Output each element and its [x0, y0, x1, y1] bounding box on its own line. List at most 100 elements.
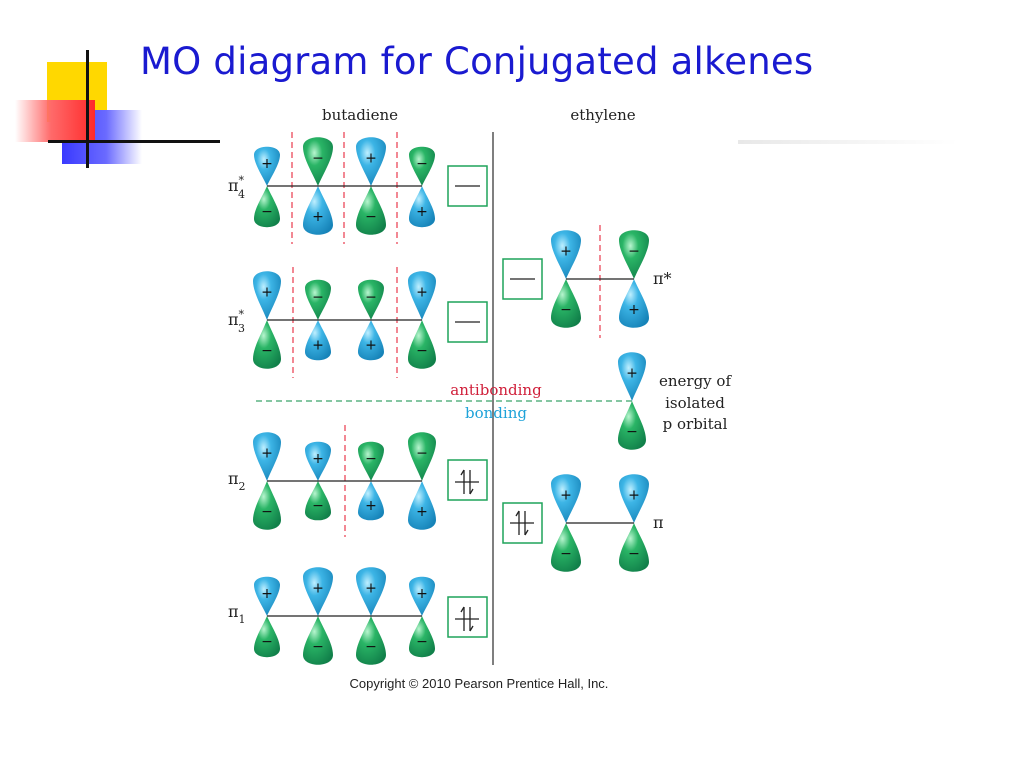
p-orbital: −+ [358, 441, 384, 521]
orbital-lobe-bottom [358, 481, 384, 521]
phase-sign-top: + [365, 581, 377, 597]
phase-sign-bottom: − [560, 546, 572, 562]
phase-sign-bottom: + [416, 504, 428, 520]
butadiene-header: butadiene [322, 106, 398, 124]
orbital-lobe-bottom [619, 523, 649, 572]
p-orbital: +− [305, 441, 331, 521]
p-orbital: +− [619, 474, 649, 572]
phase-sign-bottom: − [261, 634, 273, 650]
orbital-lobe-bottom [551, 279, 581, 328]
decor-red-block [15, 100, 95, 142]
label-pi3-star: π*3 [228, 308, 245, 335]
orbital-lobe-bottom [253, 481, 281, 530]
phase-sign-bottom: + [312, 209, 324, 225]
decor-horizontal-line [48, 140, 220, 143]
phase-sign-bottom: − [312, 639, 324, 655]
orbital-lobe-top [253, 432, 281, 481]
ethylene-header: ethylene [570, 106, 635, 124]
orbital-lobe-top [619, 474, 649, 523]
label-pi1: π1 [228, 602, 246, 626]
phase-sign-top: + [365, 151, 377, 167]
orbital-lobe-bottom [253, 320, 281, 369]
phase-sign-top: + [261, 586, 273, 602]
p-orbital: +− [253, 271, 281, 369]
level-box-ethylene-pi-star [502, 258, 543, 300]
p-orbital: +− [356, 137, 386, 235]
phase-sign-bottom: − [365, 639, 377, 655]
phase-sign-bottom: − [416, 634, 428, 650]
phase-sign-top: − [416, 446, 428, 462]
level-boxes [447, 165, 543, 638]
orbital-lobe-bottom [303, 186, 333, 235]
p-orbital: +− [253, 432, 281, 530]
empty-levels [455, 185, 535, 323]
orbital-lobe-top [408, 271, 436, 320]
phase-sign-bottom: − [626, 424, 638, 440]
orbital-lobe-bottom [408, 320, 436, 369]
decor-vertical-line [86, 50, 89, 168]
orbital-lobe-bottom [303, 616, 333, 665]
phase-sign-top: + [626, 366, 638, 382]
orbital-lobe-top [408, 432, 436, 481]
phase-sign-top: − [416, 156, 428, 172]
spin-up-arrowhead [515, 510, 520, 517]
electron-pair [455, 469, 479, 495]
orbital-lobe-bottom [409, 616, 435, 658]
orbital-lobe-bottom [356, 186, 386, 235]
isolated-label-line-3: p orbital [663, 415, 728, 433]
phase-sign-top: − [312, 151, 324, 167]
spin-up-arrowhead [460, 606, 465, 613]
phase-sign-bottom: + [365, 498, 377, 514]
orbital-lobe-top [358, 441, 384, 481]
node-lines [291, 132, 601, 537]
bonding-label: bonding [465, 404, 527, 422]
phase-sign-top: + [560, 244, 572, 260]
orbital-lobe-top [356, 567, 386, 616]
p-orbital: +− [303, 567, 333, 665]
orbital-lobe-top [409, 146, 435, 186]
phase-sign-top: − [628, 244, 640, 260]
phase-sign-top: − [365, 289, 377, 305]
phase-sign-bottom: − [261, 204, 273, 220]
p-orbital: −+ [408, 432, 436, 530]
decor-fade-line [738, 140, 958, 144]
spin-down-arrowhead [469, 625, 474, 632]
electron-pair [455, 606, 479, 632]
phase-sign-top: + [261, 156, 273, 172]
spin-down-arrowhead [524, 529, 529, 536]
p-orbital: +− [618, 352, 646, 450]
p-orbital: −+ [619, 230, 649, 328]
orbital-lobe-top [551, 230, 581, 279]
isolated-label-line-2: isolated [665, 394, 725, 412]
phase-sign-bottom: − [560, 302, 572, 318]
phase-sign-top: + [628, 488, 640, 504]
orbital-lobe-top [305, 441, 331, 481]
orbital-lobe-top [551, 474, 581, 523]
orbital-lobe-bottom [356, 616, 386, 665]
phase-sign-bottom: + [365, 338, 377, 354]
phase-sign-bottom: − [416, 343, 428, 359]
orbital-lobe-top [356, 137, 386, 186]
orbital-lobe-bottom [551, 523, 581, 572]
p-orbital: −+ [358, 279, 384, 361]
phase-sign-top: + [312, 581, 324, 597]
phase-sign-top: + [312, 451, 324, 467]
level-box-pi1 [447, 596, 488, 638]
orbital-lobe-top [254, 576, 280, 616]
phase-sign-bottom: − [261, 504, 273, 520]
phase-sign-bottom: − [261, 343, 273, 359]
orbital-lobes: +−−++−−++−−+−++−+−+−−+−++−+−+−+−+−−++−+−… [253, 137, 649, 665]
p-orbital: +− [551, 230, 581, 328]
orbital-lobe-top [358, 279, 384, 320]
orbital-lobe-bottom [358, 320, 384, 361]
orbital-lobe-bottom [408, 481, 436, 530]
label-ethylene-pi: π [653, 513, 664, 532]
label-pi2: π2 [228, 469, 246, 493]
p-orbital: −+ [409, 146, 435, 228]
spin-down-arrowhead [469, 488, 474, 495]
p-orbital: +− [408, 271, 436, 369]
phase-sign-bottom: − [312, 498, 324, 514]
orbital-lobe-top [254, 146, 280, 186]
orbital-lobe-top [305, 279, 331, 320]
